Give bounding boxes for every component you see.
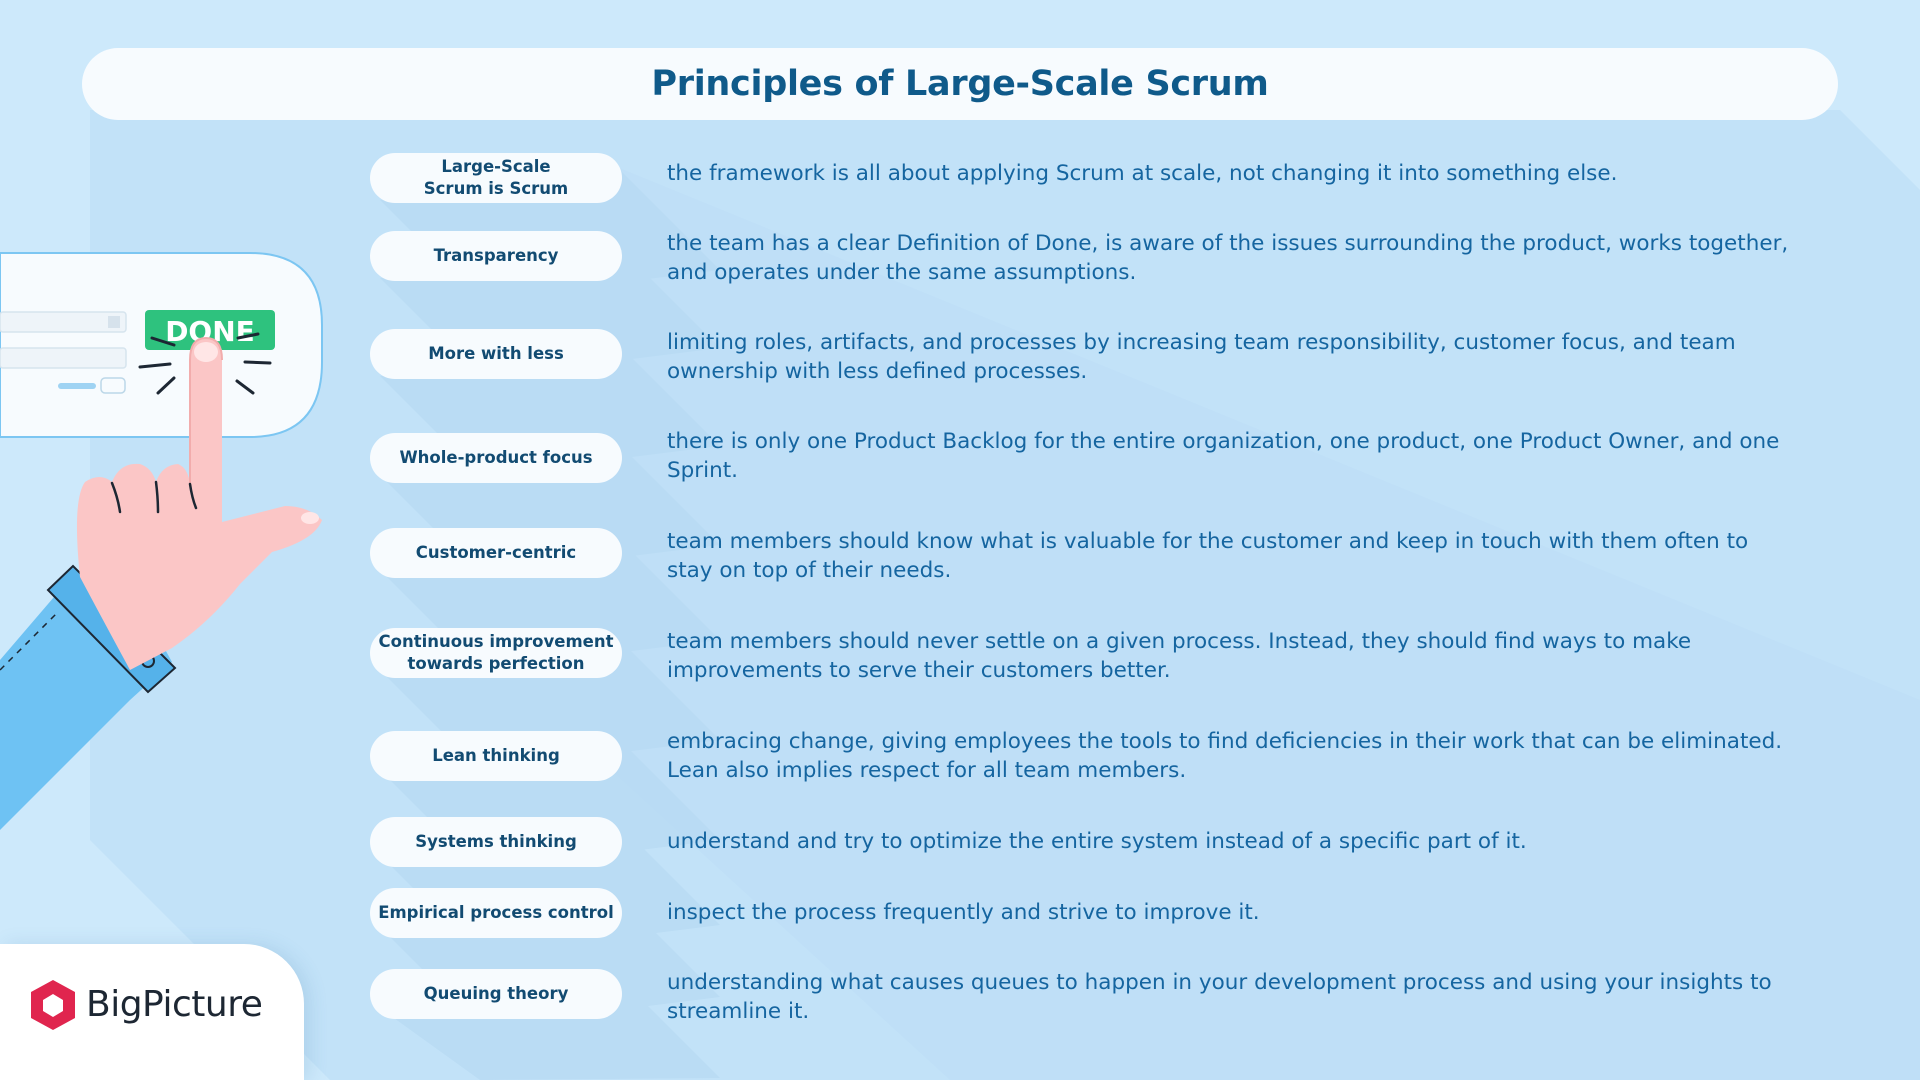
- principle-description: the team has a clear Definition of Done,…: [667, 231, 1789, 285]
- principle-label: Empirical process control: [378, 903, 614, 922]
- principle-label: Systems thinking: [415, 832, 577, 851]
- title-bar: Principles of Large-Scale Scrum: [82, 48, 1838, 120]
- form-field-1: [0, 311, 127, 333]
- principle-label: Whole-product focus: [399, 448, 593, 467]
- principle-description: team members should know what is valuabl…: [667, 529, 1749, 583]
- principle-description: understanding what causes queues to happ…: [667, 970, 1772, 1024]
- principle-description: team members should never settle on a gi…: [667, 629, 1692, 683]
- principle-label: Customer-centric: [415, 543, 577, 562]
- done-button: [145, 310, 275, 350]
- principle-label-pill: Queuing theory: [370, 969, 622, 1019]
- principle-label: Transparency: [433, 246, 559, 265]
- principle-label-pill: Whole-product focus: [370, 433, 622, 483]
- principle-label: Continuous improvement towards perfectio…: [378, 632, 614, 673]
- principle-description: understand and try to optimize the entir…: [667, 829, 1527, 854]
- principle-description: inspect the process frequently and striv…: [667, 900, 1260, 925]
- principle-label-pill: Large-Scale Scrum is Scrum: [370, 153, 622, 203]
- principle-label-pill: Systems thinking: [370, 817, 622, 867]
- principle-label-pill: Empirical process control: [370, 888, 622, 938]
- done-hand-illustration: DONE: [0, 252, 323, 830]
- principle-label: More with less: [428, 344, 564, 363]
- logo-card: BigPicture: [0, 944, 304, 1080]
- principle-description: there is only one Product Backlog for th…: [667, 429, 1780, 483]
- principle-label: Lean thinking: [432, 746, 560, 765]
- principle-label: Large-Scale Scrum is Scrum: [423, 157, 569, 198]
- principle-label: Queuing theory: [423, 984, 569, 1003]
- principle-label-pill: Customer-centric: [370, 528, 622, 578]
- principle-description: embracing change, giving employees the t…: [667, 729, 1783, 783]
- page-title: Principles of Large-Scale Scrum: [651, 64, 1269, 104]
- principle-label-pill: More with less: [370, 329, 622, 379]
- principle-description: the framework is all about applying Scru…: [667, 161, 1618, 186]
- principle-label-pill: Transparency: [370, 231, 622, 281]
- principle-label-pill: Lean thinking: [370, 731, 622, 781]
- form-field-2: [0, 347, 127, 369]
- principle-description: limiting roles, artifacts, and processes…: [667, 330, 1736, 384]
- principle-label-pill: Continuous improvement towards perfectio…: [370, 628, 622, 678]
- logo-wordmark: BigPicture: [86, 984, 263, 1025]
- bigpicture-logo-icon: [31, 980, 75, 1030]
